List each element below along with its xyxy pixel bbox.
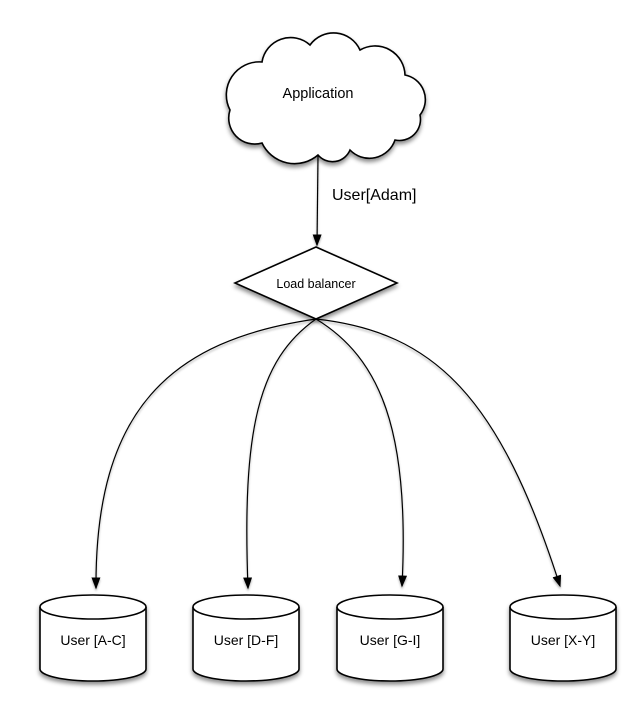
cylinder-body <box>336 607 444 682</box>
connectors <box>91 155 562 590</box>
arrow-load-balancer-to-user-x-y <box>315 318 562 588</box>
cylinder-top-rim <box>336 594 444 620</box>
cylinder-shape-user-g-i <box>336 594 444 682</box>
cylinder-shape-user-x-y <box>509 594 617 682</box>
diamond-outline <box>233 246 399 320</box>
load-balancer-node-label: Load balancer <box>276 277 355 291</box>
shard-x-y-label: User [X-Y] <box>531 632 596 648</box>
shard-g-i-label: User [G-I] <box>360 632 421 648</box>
cloud-shape-application <box>225 32 427 165</box>
diamond-shape-load-balancer <box>233 246 399 320</box>
arrow-load-balancer-to-user-d-f <box>243 318 317 590</box>
cylinder-shape-user-d-f <box>192 594 300 682</box>
arrow-load-balancer-to-user-g-i <box>315 318 408 588</box>
cylinder-top-rim <box>39 594 147 620</box>
cylinder-shape-user-a-c <box>39 594 147 682</box>
cylinder-body <box>509 607 617 682</box>
cylinder-body <box>192 607 300 682</box>
arrow-application-to-load-balancer <box>312 155 322 247</box>
shard-d-f-label: User [D-F] <box>214 632 279 648</box>
cylinder-body <box>39 607 147 682</box>
shard-a-c-label: User [A-C] <box>60 632 125 648</box>
cylinder-top-rim <box>192 594 300 620</box>
arrow-load-balancer-to-user-a-c <box>91 318 317 590</box>
edge-label-user-adam: User[Adam] <box>332 187 416 204</box>
application-node-label: Application <box>283 86 354 102</box>
cloud-outline <box>225 32 427 165</box>
cylinder-top-rim <box>509 594 617 620</box>
